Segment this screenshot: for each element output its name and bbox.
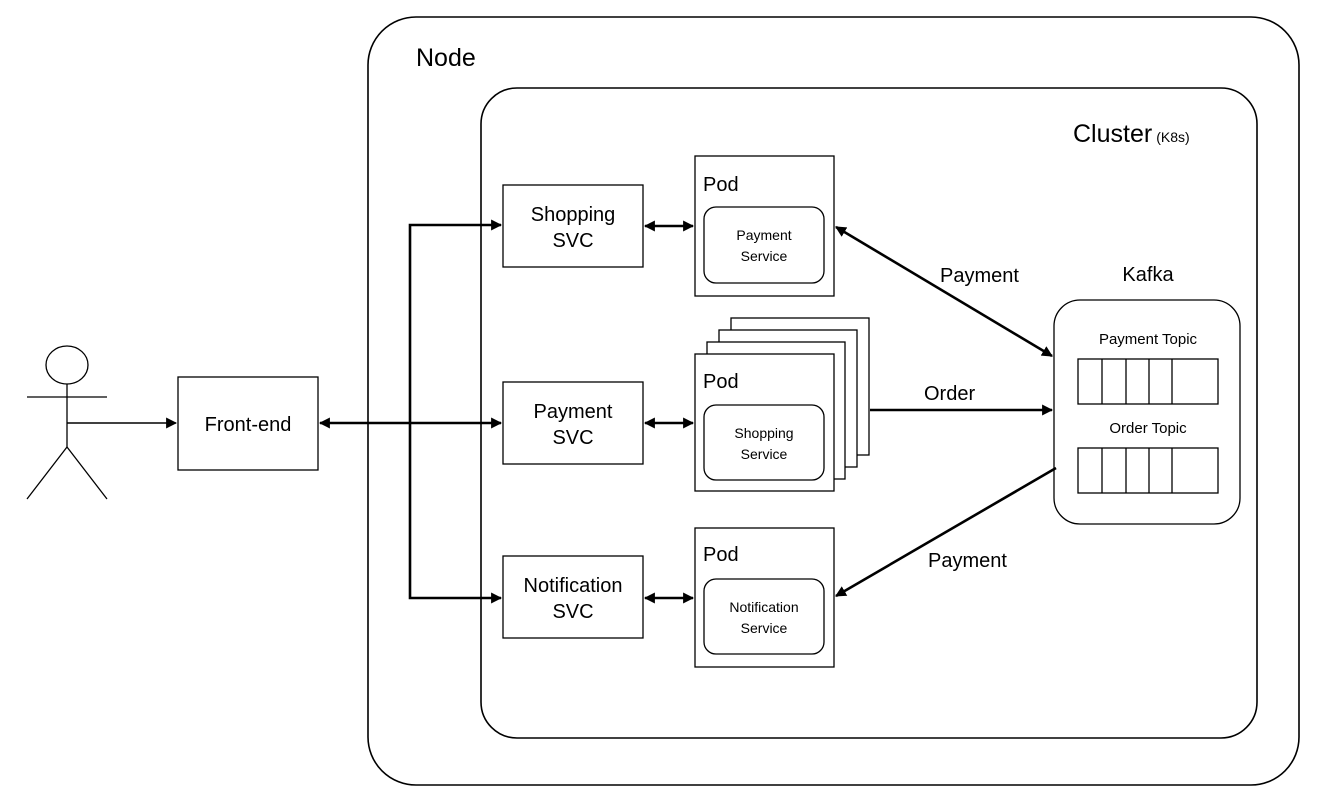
payment-svc-label-line2: SVC bbox=[552, 427, 593, 449]
node-container: Node bbox=[367, 16, 1300, 786]
pod-top-title: Pod bbox=[703, 174, 739, 196]
cluster-subtitle: (K8s) bbox=[1156, 129, 1189, 145]
shopping-svc-label-line2: SVC bbox=[552, 230, 593, 252]
edge-label-payment-bottom: Payment bbox=[928, 550, 1007, 572]
node-title: Node bbox=[416, 44, 476, 72]
pod-top-service-line1: Payment bbox=[736, 227, 791, 243]
frontend-to-notification-svc-arrow bbox=[408, 423, 503, 604]
cluster-container: Cluster(K8s) bbox=[480, 87, 1258, 739]
frontend-to-shopping-svc-arrow bbox=[408, 219, 503, 423]
kafka-group[interactable]: Kafka Payment Topic Order Topic bbox=[1053, 264, 1241, 525]
shopping-svc-label-line1: Shopping bbox=[531, 204, 616, 226]
payment-svc-box[interactable]: Payment SVC bbox=[502, 381, 644, 465]
pod-kafka-payment-arrow bbox=[835, 225, 1053, 358]
order-topic-label: Order Topic bbox=[1109, 420, 1187, 437]
edge-label-payment-top: Payment bbox=[940, 265, 1019, 287]
pod-middle-stack[interactable]: Pod Shopping Service bbox=[694, 317, 870, 492]
pod-top-service-box bbox=[703, 206, 825, 284]
pod-middle-title: Pod bbox=[703, 371, 739, 393]
payment-svc-label-line1: Payment bbox=[534, 401, 613, 423]
pod-middle-service-line1: Shopping bbox=[734, 425, 793, 441]
pod-bottom[interactable]: Pod Notification Service bbox=[694, 527, 835, 668]
frontend-box[interactable]: Front-end bbox=[177, 376, 319, 471]
kafka-title: Kafka bbox=[1122, 264, 1174, 286]
pod-middle-service-line2: Service bbox=[741, 446, 788, 462]
frontend-label: Front-end bbox=[205, 414, 292, 436]
edge-label-order: Order bbox=[924, 383, 975, 405]
user-actor-icon bbox=[26, 345, 108, 500]
order-topic-queue bbox=[1077, 447, 1219, 494]
connectors bbox=[67, 219, 1057, 604]
payment-topic-label: Payment Topic bbox=[1099, 331, 1198, 348]
notification-svc-label-line1: Notification bbox=[524, 575, 623, 597]
payment-topic-queue bbox=[1077, 358, 1219, 405]
pod-bottom-title: Pod bbox=[703, 544, 739, 566]
pod-top[interactable]: Pod Payment Service bbox=[694, 155, 835, 297]
pod-bottom-service-line1: Notification bbox=[729, 599, 798, 615]
cluster-title: Cluster(K8s) bbox=[1073, 120, 1190, 148]
kafka-pod-payment-arrow bbox=[835, 466, 1057, 598]
cluster-title-text: Cluster bbox=[1073, 120, 1152, 148]
pod-bottom-service-box bbox=[703, 578, 825, 655]
pod-middle-service-box bbox=[703, 404, 825, 481]
shopping-svc-box[interactable]: Shopping SVC bbox=[502, 184, 644, 268]
pod-top-service-line2: Service bbox=[741, 248, 788, 264]
notification-svc-box[interactable]: Notification SVC bbox=[502, 555, 644, 639]
pod-bottom-service-line2: Service bbox=[741, 620, 788, 636]
notification-svc-label-line2: SVC bbox=[552, 601, 593, 623]
